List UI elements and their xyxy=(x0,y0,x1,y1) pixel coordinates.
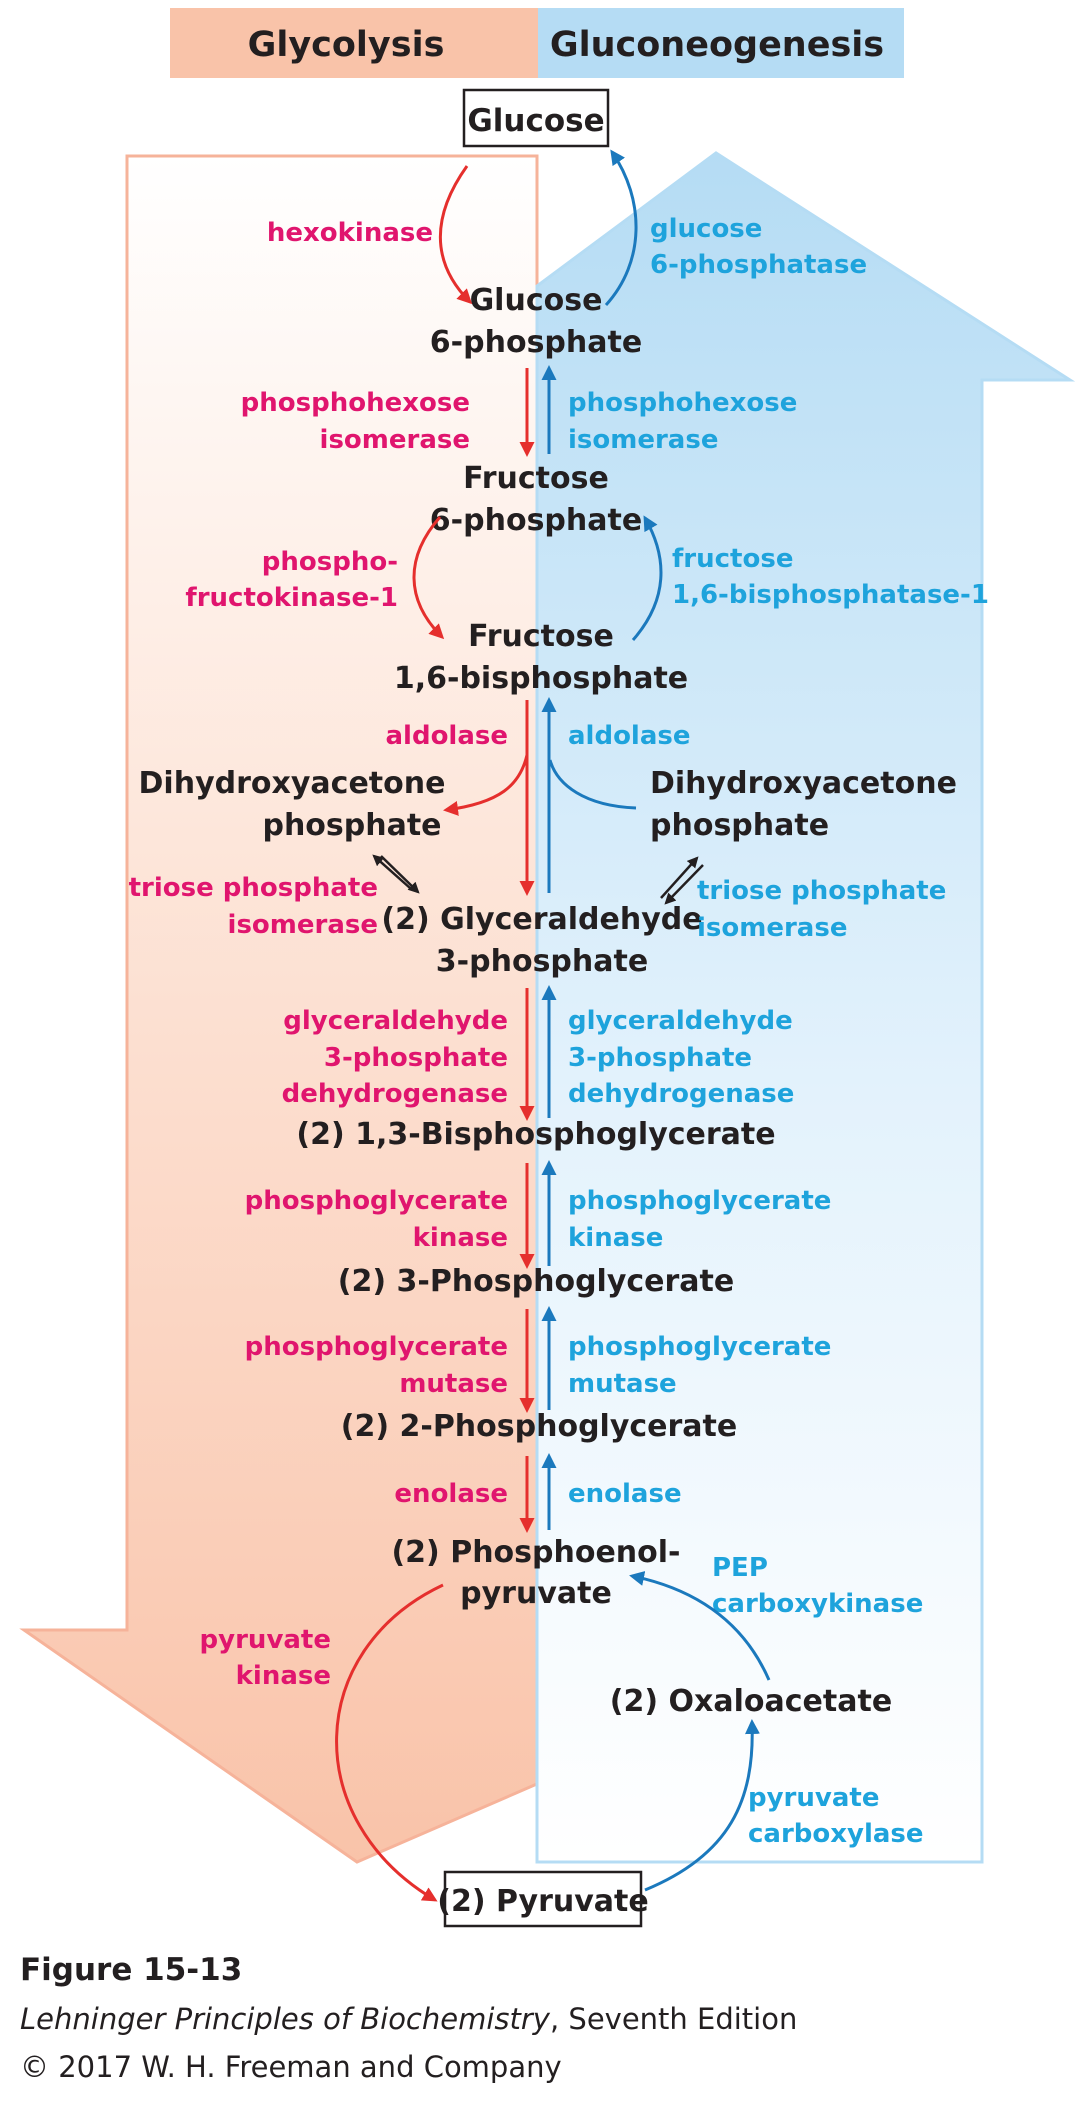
arrow-pfk1 xyxy=(412,516,445,640)
enzyme-pepck-2: carboxykinase xyxy=(712,1589,923,1619)
arrow-pyruvate-carboxylase xyxy=(644,1719,760,1892)
dhap-right-line2: phosphate xyxy=(650,808,829,843)
tpi-left-arrow-a xyxy=(372,854,411,889)
f16bp-line2: 1,6-bisphosphate xyxy=(394,661,688,696)
gluconeogenesis-band-arrow xyxy=(535,151,1076,1864)
copyright: © 2017 W. H. Freeman and Company xyxy=(20,2050,562,2084)
tpi-right-arrow-b xyxy=(664,864,704,905)
enzyme-aldolase-gly: aldolase xyxy=(386,721,509,751)
enzyme-phi-gng-1: phosphohexose xyxy=(568,388,797,418)
enzyme-phi-gly-1: phosphohexose xyxy=(241,388,470,418)
pep-line2: pyruvate xyxy=(460,1576,612,1611)
enzyme-aldolase-gng: aldolase xyxy=(568,721,691,751)
dhap-left-line1: Dihydroxyacetone xyxy=(139,766,446,801)
enzyme-pgk-gng-2: kinase xyxy=(568,1223,663,1253)
glycolysis-header-box xyxy=(170,8,538,78)
f16bp-line1: Fructose xyxy=(468,619,614,654)
enzyme-gapdh-gng-1: glyceraldehyde xyxy=(568,1006,793,1036)
enzyme-pgm-gng-1: phosphoglycerate xyxy=(568,1332,831,1362)
arrow-fbpase xyxy=(631,515,663,641)
enzyme-gapdh-gly-2: 3-phosphate xyxy=(324,1043,508,1073)
enzyme-pgk-gly-1: phosphoglycerate xyxy=(245,1186,508,1216)
dhap-right-line1: Dihydroxyacetone xyxy=(650,766,957,801)
dhap-left-line2: phosphate xyxy=(262,808,441,843)
enzyme-tpi-gng-2: isomerase xyxy=(697,913,847,943)
enzyme-pgm-gly-2: mutase xyxy=(399,1369,508,1399)
enzyme-pgm-gng-2: mutase xyxy=(568,1369,677,1399)
arrow-pyruvate-kinase xyxy=(335,1583,444,1902)
enzyme-tpi-gly-2: isomerase xyxy=(228,910,378,940)
pg2: (2) 2-Phosphoglycerate xyxy=(341,1409,738,1444)
oaa: (2) Oxaloacetate xyxy=(610,1684,892,1719)
gap-line2: 3-phosphate xyxy=(436,944,648,979)
enzyme-g6pase-2: 6-phosphatase xyxy=(650,250,867,280)
tpi-left-arrow-b xyxy=(380,855,420,894)
g6p-line1: Glucose xyxy=(470,283,603,318)
enzyme-pfk1-2: fructokinase-1 xyxy=(185,583,398,613)
gap-line1: (2) Glyceraldehyde xyxy=(381,902,702,937)
pathway-diagram: Glycolysis Gluconeogenesis Glucose (2) P… xyxy=(19,8,1076,1928)
enzyme-pc-2: carboxylase xyxy=(748,1819,924,1849)
enzyme-gapdh-gng-2: 3-phosphate xyxy=(568,1043,752,1073)
enzyme-pgk-gly-2: kinase xyxy=(413,1223,508,1253)
enzyme-pfk1-1: phospho- xyxy=(262,547,398,577)
enzyme-fbpase-1: fructose xyxy=(672,544,793,574)
enzyme-tpi-gly-1: triose phosphate xyxy=(129,873,378,903)
enzyme-hexokinase: hexokinase xyxy=(267,218,433,248)
figure-number: Figure 15-13 xyxy=(20,1952,243,1988)
book-edition: , Seventh Edition xyxy=(549,2002,798,2036)
enzyme-gapdh-gng-3: dehydrogenase xyxy=(568,1079,794,1109)
enzyme-enolase-gly: enolase xyxy=(394,1479,508,1509)
enzyme-pepck-1: PEP xyxy=(712,1553,768,1583)
enzyme-phi-gly-2: isomerase xyxy=(320,425,470,455)
enzyme-pgk-gng-1: phosphoglycerate xyxy=(568,1186,831,1216)
gluconeogenesis-header: Gluconeogenesis xyxy=(550,25,884,65)
tpi-right-arrow-a xyxy=(660,856,699,899)
enzyme-tpi-gng-1: triose phosphate xyxy=(697,876,946,906)
glucose: Glucose xyxy=(467,103,604,139)
arrow-aldolase-to-dhap xyxy=(443,754,529,816)
pg3: (2) 3-Phosphoglycerate xyxy=(338,1264,735,1299)
glycolysis-header: Glycolysis xyxy=(248,25,445,65)
arrow-g6pase xyxy=(604,149,638,307)
enzyme-pc-1: pyruvate xyxy=(748,1783,879,1813)
f6p-line2: 6-phosphate xyxy=(430,503,642,538)
g6p-line2: 6-phosphate xyxy=(430,325,642,360)
book-title: Lehninger Principles of Biochemistry xyxy=(20,2002,550,2036)
enzyme-pk-2: kinase xyxy=(236,1661,331,1691)
book-citation: Lehninger Principles of Biochemistry, Se… xyxy=(20,2002,797,2036)
bpg: (2) 1,3-Bisphosphoglycerate xyxy=(296,1117,775,1152)
enzyme-fbpase-2: 1,6-bisphosphatase-1 xyxy=(672,580,989,610)
pyruvate: (2) Pyruvate xyxy=(437,1884,648,1919)
enzyme-enolase-gng: enolase xyxy=(568,1479,682,1509)
enzyme-g6pase-1: glucose xyxy=(650,214,762,244)
gluconeogenesis-header-box xyxy=(538,8,904,78)
pyruvate-box xyxy=(443,1870,643,1928)
glucose-box xyxy=(462,88,610,148)
enzyme-phi-gng-2: isomerase xyxy=(568,425,718,455)
arrow-dhap-to-aldolase xyxy=(548,759,637,810)
enzyme-pgm-gly-1: phosphoglycerate xyxy=(245,1332,508,1362)
enzyme-gapdh-gly-1: glyceraldehyde xyxy=(283,1006,508,1036)
pep-line1: (2) Phosphoenol- xyxy=(391,1535,680,1570)
enzyme-gapdh-gly-3: dehydrogenase xyxy=(282,1079,508,1109)
arrow-pepck xyxy=(629,1571,771,1681)
arrow-hexokinase xyxy=(439,165,473,305)
f6p-line1: Fructose xyxy=(463,461,609,496)
enzyme-pk-1: pyruvate xyxy=(200,1625,331,1655)
